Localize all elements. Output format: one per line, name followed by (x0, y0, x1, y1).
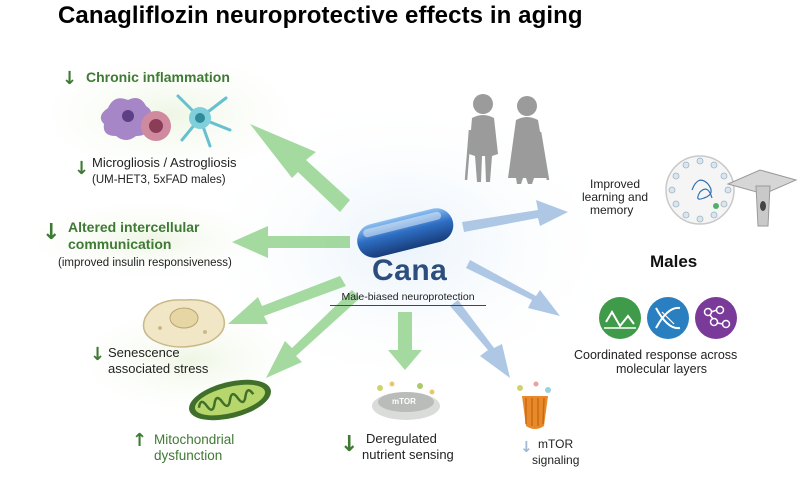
coordinated-line2: molecular layers (616, 362, 708, 376)
metabolomics-icon (695, 297, 737, 339)
arrow-to-nutrient (388, 312, 422, 370)
cana-label: Cana (372, 254, 448, 287)
intercellular-detail: (improved insulin responsiveness) (58, 257, 232, 269)
coordinated-line1: Coordinated response across (574, 348, 738, 362)
down-arrow-icon: ↓ (62, 68, 78, 89)
mitochondrial-label-line1: Mitochondrial (154, 432, 235, 447)
males-label: Males (650, 252, 698, 271)
arrow-to-molecular (466, 260, 560, 316)
mtor-protein-icon (517, 381, 551, 429)
learning-line1: Improved (590, 177, 641, 191)
canagliflozin-pill-icon (357, 208, 454, 258)
microgliosis-label: Microgliosis / Astrogliosis (92, 155, 237, 170)
arrow-to-mitochondria (266, 290, 360, 378)
down-arrow-icon: ↓ (74, 158, 90, 179)
genomics-icon (647, 297, 689, 339)
elderly-couple-icon (464, 94, 550, 184)
down-arrow-icon: ↓ (520, 438, 533, 456)
diagram-title: Canagliflozin neuroprotective effects in… (58, 2, 583, 29)
mtor-label-line2: signaling (532, 453, 580, 467)
intercellular-label-line2: communication (68, 236, 172, 252)
mitochondrion-icon (189, 379, 271, 421)
down-arrow-icon: ↓ (42, 220, 61, 245)
mtor-label-line1: mTOR (538, 437, 574, 451)
male-biased-label: Male-biased neuroprotection (330, 291, 486, 306)
arrow-to-inflammation (250, 124, 350, 212)
up-arrow-icon: ↑ (132, 430, 148, 451)
left-glow-top (20, 45, 320, 185)
barnes-maze-icon (665, 155, 735, 225)
learning-line3: memory (590, 203, 634, 217)
arrow-to-mtor (450, 300, 510, 378)
nutrient-sensing-icon (372, 381, 440, 420)
nutrient-label-line1: Deregulated (366, 431, 437, 446)
senescence-label-line1: Senescence (108, 345, 180, 360)
down-arrow-icon: ↓ (90, 344, 106, 365)
nutrient-label-line2: nutrient sensing (362, 447, 454, 462)
intercellular-label-line1: Altered intercellular (68, 219, 200, 235)
transcriptomics-icon (599, 297, 641, 339)
arrow-to-senescence (228, 276, 346, 324)
immune-cells-icon (100, 94, 232, 148)
senescence-label-line2: associated stress (108, 361, 209, 376)
senescent-cell-icon (142, 299, 226, 348)
arrow-to-learning (462, 200, 568, 232)
left-glow-mid (10, 195, 290, 285)
microgliosis-detail: (UM-HET3, 5xFAD males) (92, 174, 226, 186)
learning-line2: learning and (582, 190, 649, 204)
mitochondrial-label-line2: dysfunction (154, 448, 223, 463)
chronic-inflammation-label: Chronic inflammation (86, 69, 230, 85)
y-maze-icon (726, 169, 798, 227)
mtor-badge: mTOR (392, 397, 416, 406)
arrow-to-intercellular (232, 226, 350, 258)
down-arrow-icon: ↓ (340, 432, 359, 457)
